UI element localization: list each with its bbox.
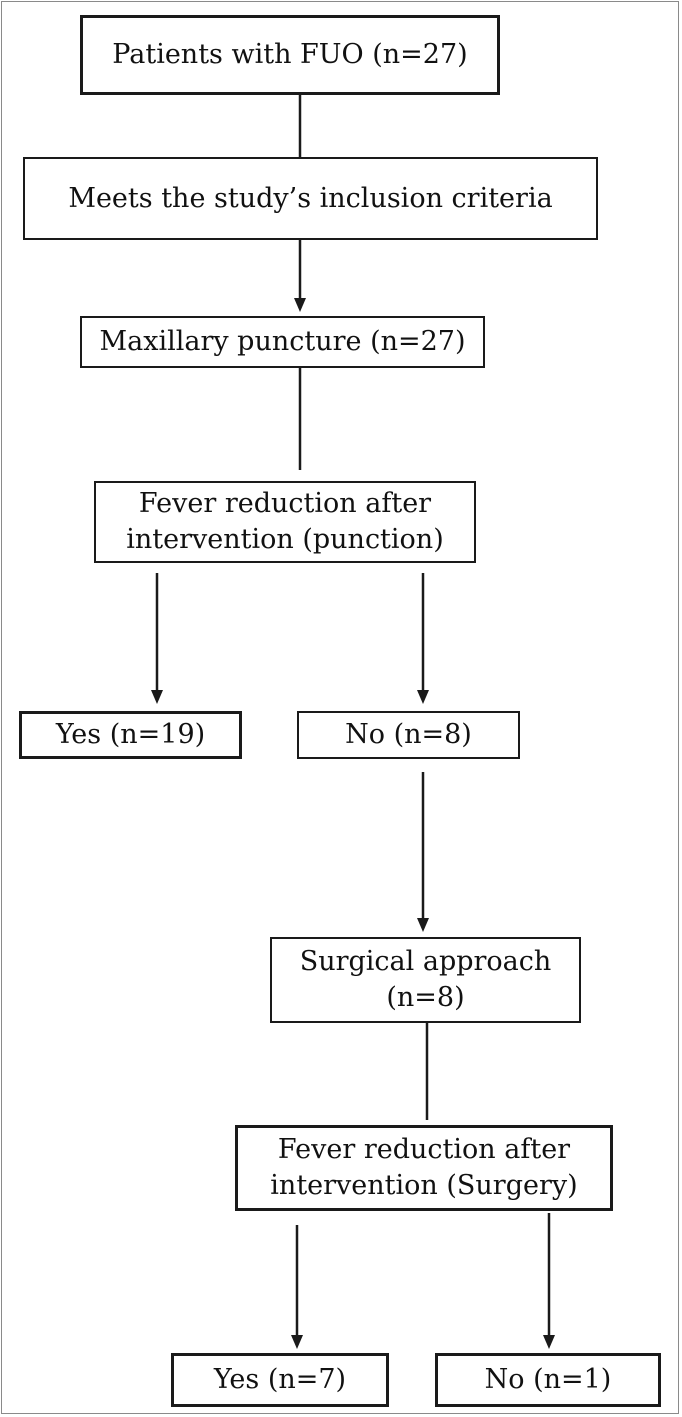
node-label-line-1: Surgical approach [299,946,552,977]
node-label: Patients with FUO (n=27) [112,39,468,70]
node-label-line-2: intervention (Surgery) [270,1170,578,1201]
node-label-line-2: intervention (punction) [126,524,444,555]
node-label: Maxillary puncture (n=27) [99,326,466,357]
node-label: Yes (n=19) [55,719,206,750]
node-no-punction: No (n=8) [297,711,520,759]
node-fever-reduction-punction: Fever reduction after intervention (punc… [94,481,476,563]
node-inclusion-criteria: Meets the study’s inclusion criteria [23,157,598,240]
node-label-line-2: (n=8) [386,982,465,1013]
node-label-line-1: Fever reduction after [277,1134,571,1165]
node-yes-punction: Yes (n=19) [19,711,242,759]
node-no-surgery: No (n=1) [435,1353,661,1407]
node-label: Yes (n=7) [213,1364,347,1395]
node-label: No (n=1) [484,1364,612,1395]
node-label: No (n=8) [345,719,472,750]
node-fever-reduction-surgery: Fever reduction after intervention (Surg… [235,1125,613,1211]
node-surgical-approach: Surgical approach (n=8) [270,937,581,1023]
node-label: Meets the study’s inclusion criteria [68,182,553,214]
node-maxillary-puncture: Maxillary puncture (n=27) [80,316,485,368]
node-patients-with-fuo: Patients with FUO (n=27) [80,15,500,95]
node-yes-surgery: Yes (n=7) [171,1353,389,1407]
node-label-line-1: Fever reduction after [138,488,432,519]
